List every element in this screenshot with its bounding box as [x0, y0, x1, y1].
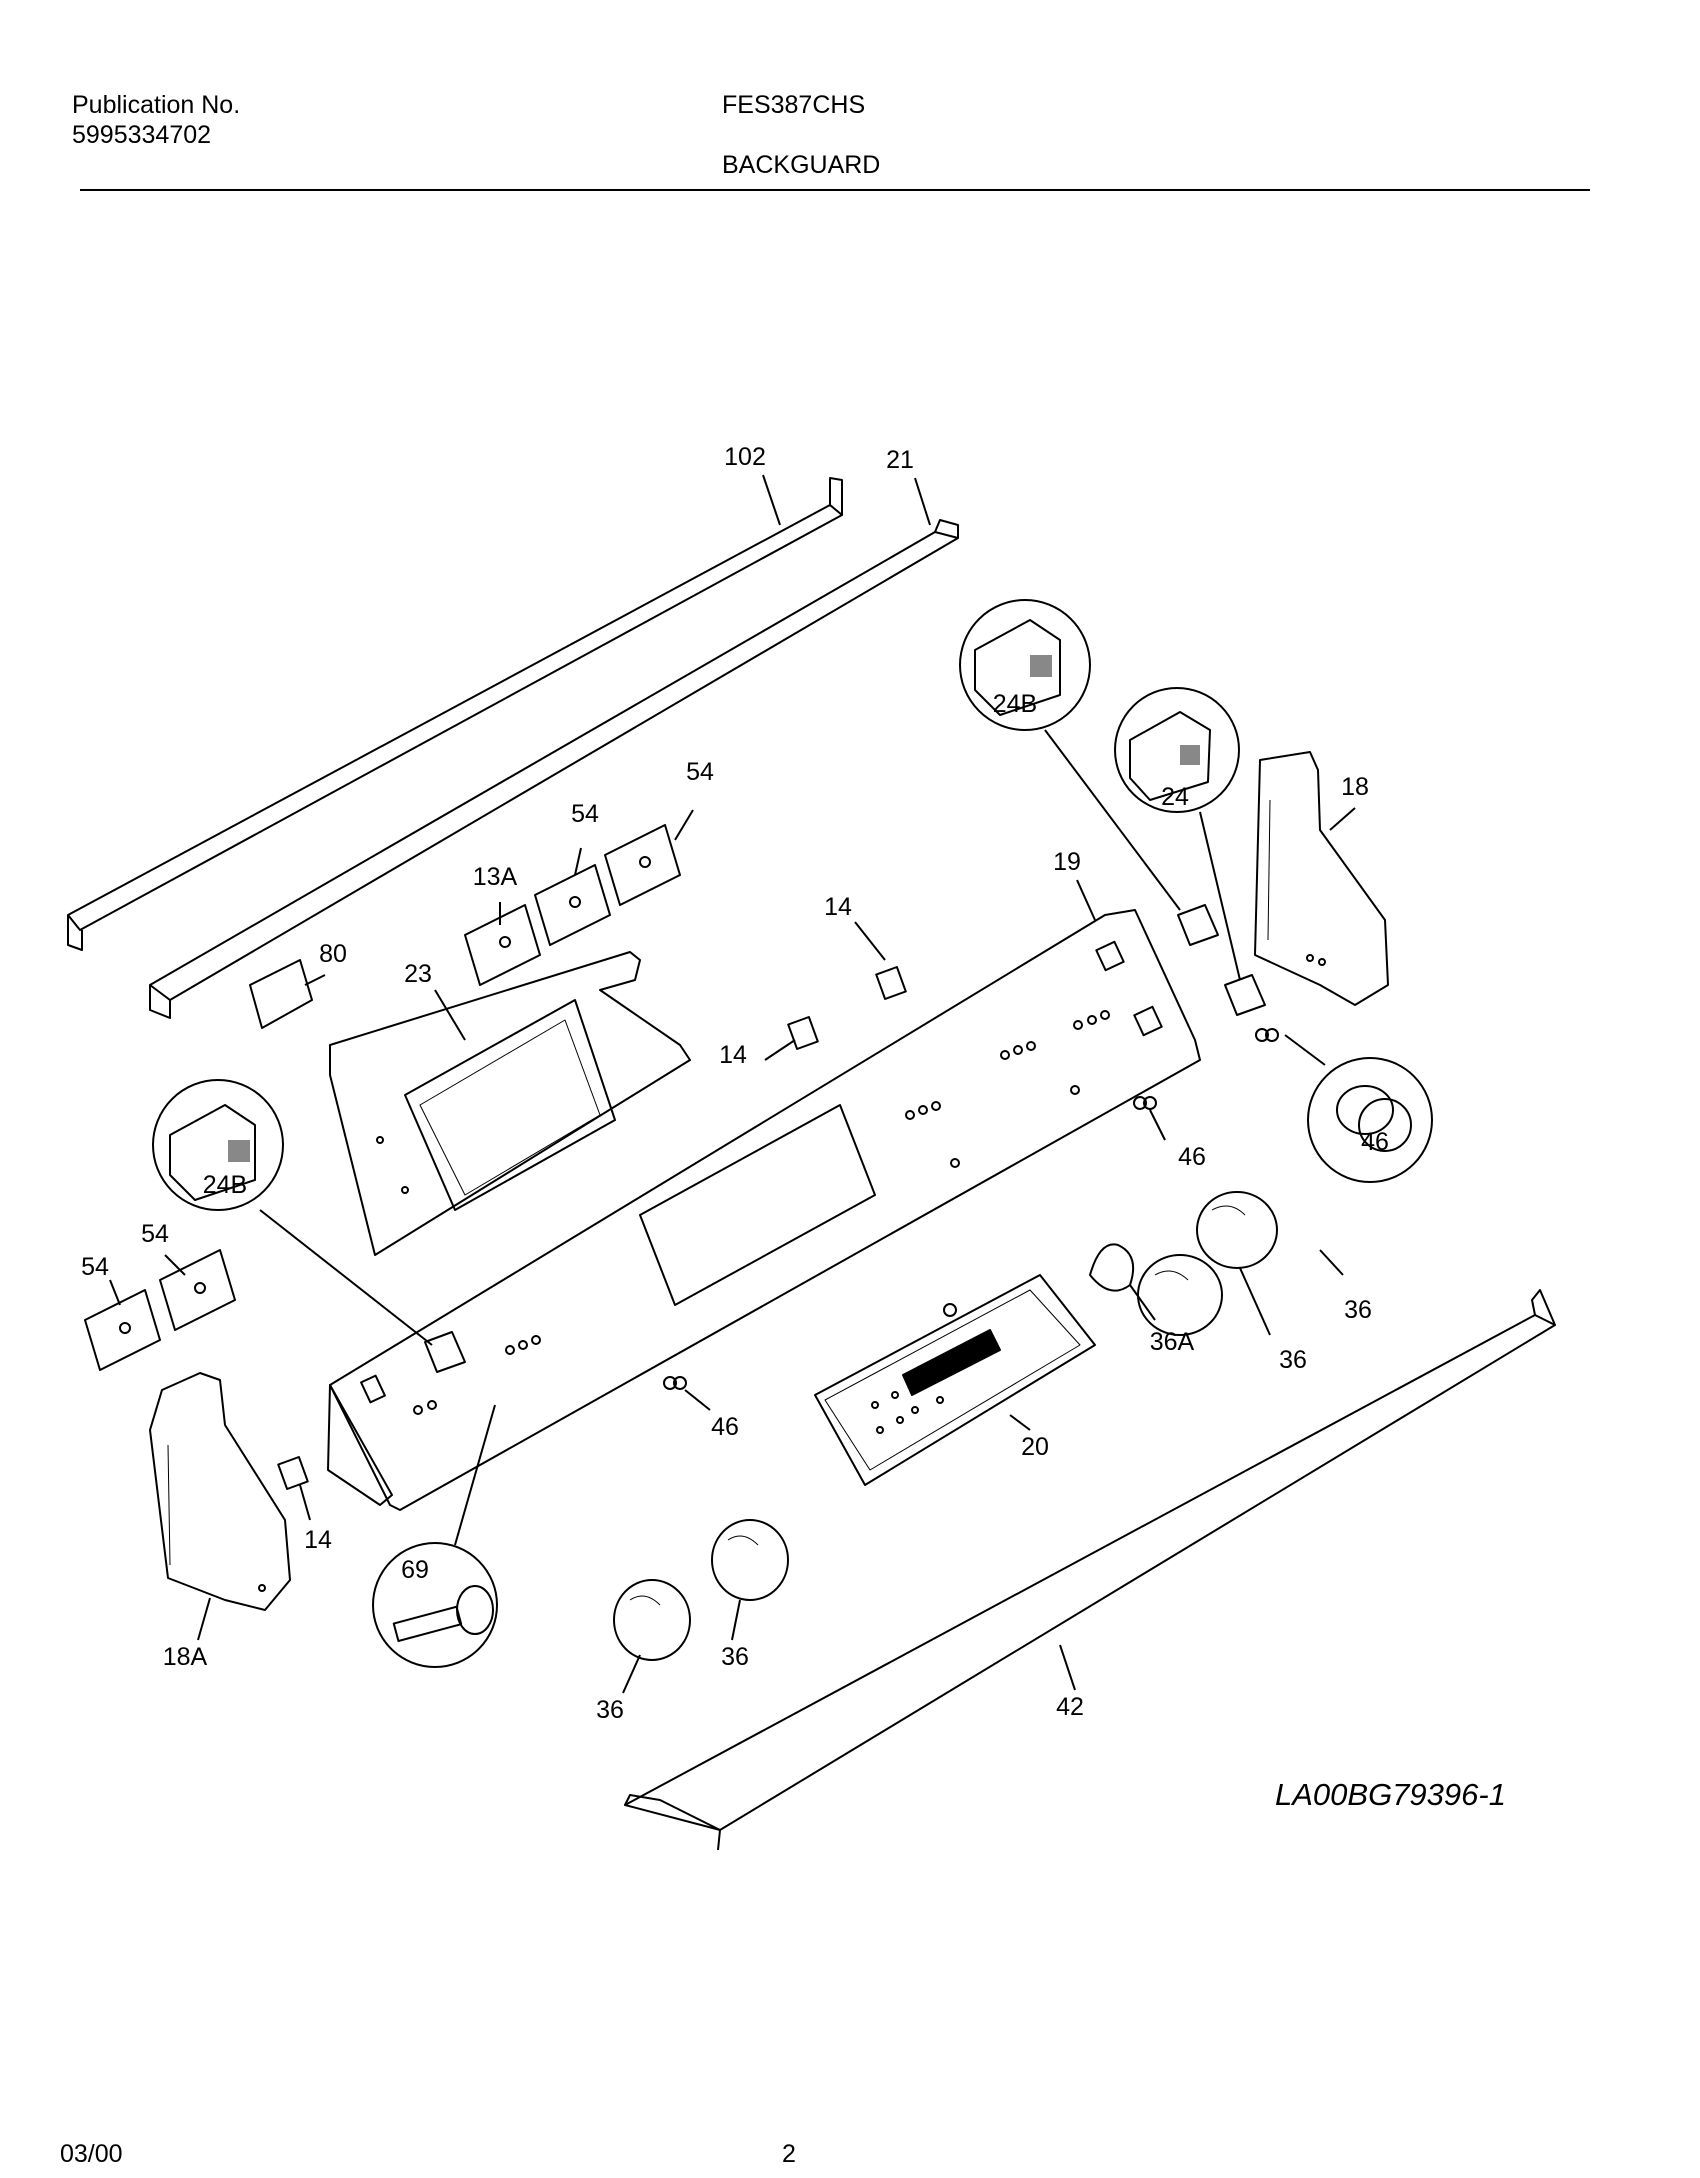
callout-54-d: 54 — [81, 1253, 109, 1281]
callout-20: 20 — [1021, 1433, 1049, 1461]
publication-label: Publication No. — [72, 91, 241, 119]
publication-number: 5995334702 — [72, 121, 212, 149]
callout-24: 24 — [1161, 783, 1189, 811]
detail-circle-69 — [372, 1542, 498, 1668]
clip-24b-left — [424, 1331, 466, 1373]
callout-42: 42 — [1056, 1693, 1084, 1721]
detail-circle-24b-left — [152, 1079, 284, 1211]
callout-36-a: 36 — [1344, 1296, 1372, 1324]
footer-date: 03/00 — [60, 2140, 123, 2168]
switch-54-a — [534, 864, 611, 946]
callout-36-b: 36 — [1279, 1346, 1307, 1374]
switch-13a — [464, 904, 541, 986]
detail-circle-46 — [1307, 1057, 1433, 1183]
part-18a-left-end-cap — [149, 1372, 291, 1611]
callout-14-a: 14 — [824, 893, 852, 921]
part-42-bottom-trim — [624, 1289, 1556, 1851]
part-18-right-end-cap — [1254, 751, 1389, 1006]
callout-24b-left: 24B — [203, 1171, 247, 1199]
callout-69: 69 — [401, 1556, 429, 1584]
knob-36-c — [613, 1579, 691, 1661]
knob-36-d — [711, 1519, 789, 1601]
knob-36-b — [1137, 1254, 1223, 1336]
callout-80: 80 — [319, 940, 347, 968]
footer-page-number: 2 — [782, 2140, 796, 2168]
callout-14-c: 14 — [304, 1526, 332, 1554]
callout-46-a: 46 — [1178, 1143, 1206, 1171]
spring-46-c — [663, 1376, 687, 1390]
part-20-oven-control — [814, 1274, 1096, 1486]
knob-36a — [1089, 1243, 1134, 1292]
switch-54-c — [159, 1249, 236, 1331]
switch-54-b — [604, 824, 681, 906]
part-80-connector — [249, 959, 313, 1029]
callout-14-b: 14 — [719, 1041, 747, 1069]
spring-46-b — [1133, 1096, 1157, 1110]
callout-36-c: 36 — [721, 1643, 749, 1671]
callout-21: 21 — [886, 446, 914, 474]
callout-23: 23 — [404, 960, 432, 988]
knob-36-a — [1196, 1191, 1278, 1269]
callout-24b-top: 24B — [993, 690, 1037, 718]
clip-14-a — [875, 966, 907, 1000]
clip-24b-top — [1177, 904, 1219, 946]
part-23-bracket — [329, 951, 691, 1256]
part-19-control-panel — [327, 909, 1201, 1511]
callout-46-b: 46 — [1361, 1128, 1389, 1156]
callout-19: 19 — [1053, 848, 1081, 876]
callout-13a: 13A — [473, 863, 518, 891]
model-number: FES387CHS — [722, 91, 866, 119]
switch-54-d — [84, 1289, 161, 1371]
spring-46-a — [1255, 1028, 1279, 1042]
callout-46-c: 46 — [711, 1413, 739, 1441]
callout-18: 18 — [1341, 773, 1369, 801]
callout-36a: 36A — [1150, 1328, 1195, 1356]
callout-54-b: 54 — [571, 800, 599, 828]
callout-102: 102 — [724, 443, 766, 471]
clip-24 — [1224, 974, 1266, 1016]
callout-36-d: 36 — [596, 1696, 624, 1724]
part-102-trim-strip — [67, 477, 843, 951]
clip-14-c — [277, 1456, 309, 1490]
detail-circle-24 — [1114, 687, 1240, 813]
section-title: BACKGUARD — [722, 151, 881, 179]
callout-18a: 18A — [163, 1643, 208, 1671]
callout-54-c: 54 — [141, 1220, 169, 1248]
diagram-reference-code: LA00BG79396-1 — [1275, 1777, 1506, 1812]
part-21-end-cap-strip — [149, 519, 959, 1019]
leader-lines — [109, 474, 1356, 1694]
header-rule — [80, 189, 1590, 191]
clip-14-b — [787, 1016, 819, 1050]
callout-54-a: 54 — [686, 758, 714, 786]
detail-circle-24b-top — [959, 599, 1091, 731]
